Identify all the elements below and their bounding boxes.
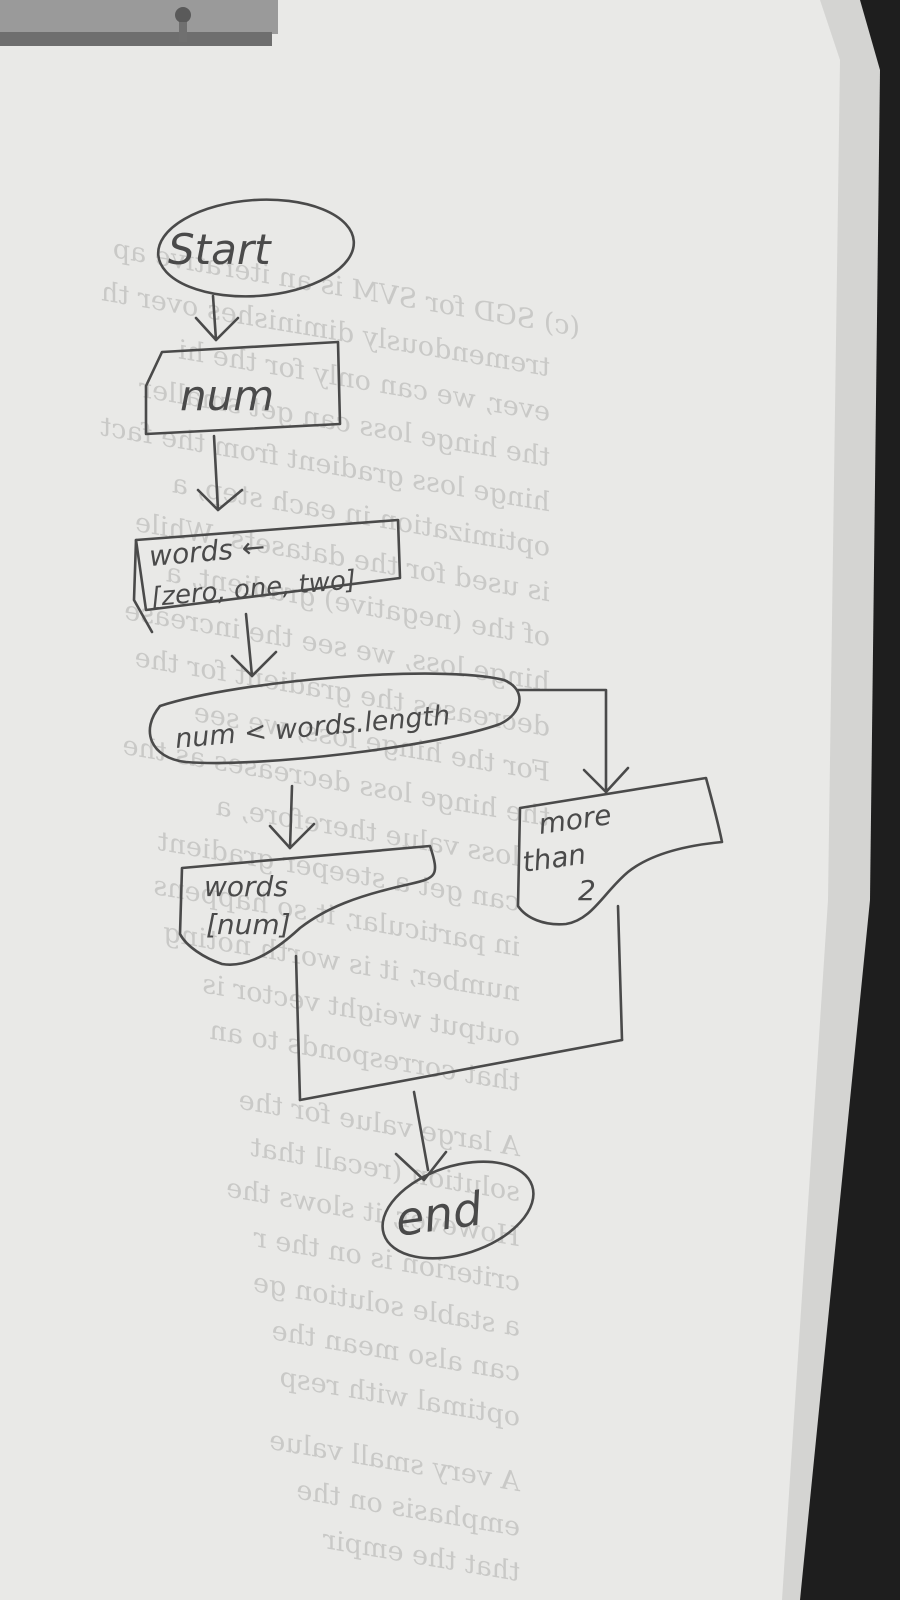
output-true-label-line2: [num] xyxy=(206,908,291,941)
output-false-label-line3: 2 xyxy=(578,874,596,907)
decision-shape xyxy=(148,672,521,765)
arrow-start-to-input-head xyxy=(194,316,240,342)
end-label: end xyxy=(392,1181,486,1247)
start-terminal xyxy=(156,198,356,298)
merge-line xyxy=(298,1038,624,1102)
output-false-shape xyxy=(516,776,724,926)
end-terminal xyxy=(381,1160,535,1260)
arrow-decision-to-true xyxy=(288,784,294,850)
start-label: Start xyxy=(168,225,272,274)
arrow-decision-to-false-head xyxy=(582,766,630,794)
clip xyxy=(0,0,278,46)
input-box xyxy=(144,340,342,436)
arrow-decision-to-true-head xyxy=(268,822,316,850)
input-label: num xyxy=(180,371,274,420)
arrow-decision-to-false xyxy=(516,688,608,794)
arrow-input-to-assign-head xyxy=(196,488,244,512)
flowchart xyxy=(132,198,724,1260)
output-true-shape xyxy=(178,844,437,966)
arrow-input-to-assign xyxy=(212,434,220,512)
connector-true-to-merge xyxy=(294,954,302,1102)
arrow-start-to-input xyxy=(211,294,218,342)
arrow-merge-to-end-head xyxy=(394,1150,448,1182)
arrow-assign-to-decision xyxy=(244,612,254,678)
arrow-assign-to-decision-head xyxy=(230,650,278,678)
paper-sheet xyxy=(0,0,840,1600)
assign-box-tail xyxy=(132,538,154,634)
output-true-label-line1: words xyxy=(204,870,288,903)
connector-false-to-merge xyxy=(616,904,624,1042)
arrow-merge-to-end xyxy=(412,1090,430,1172)
assign-box xyxy=(134,518,402,612)
